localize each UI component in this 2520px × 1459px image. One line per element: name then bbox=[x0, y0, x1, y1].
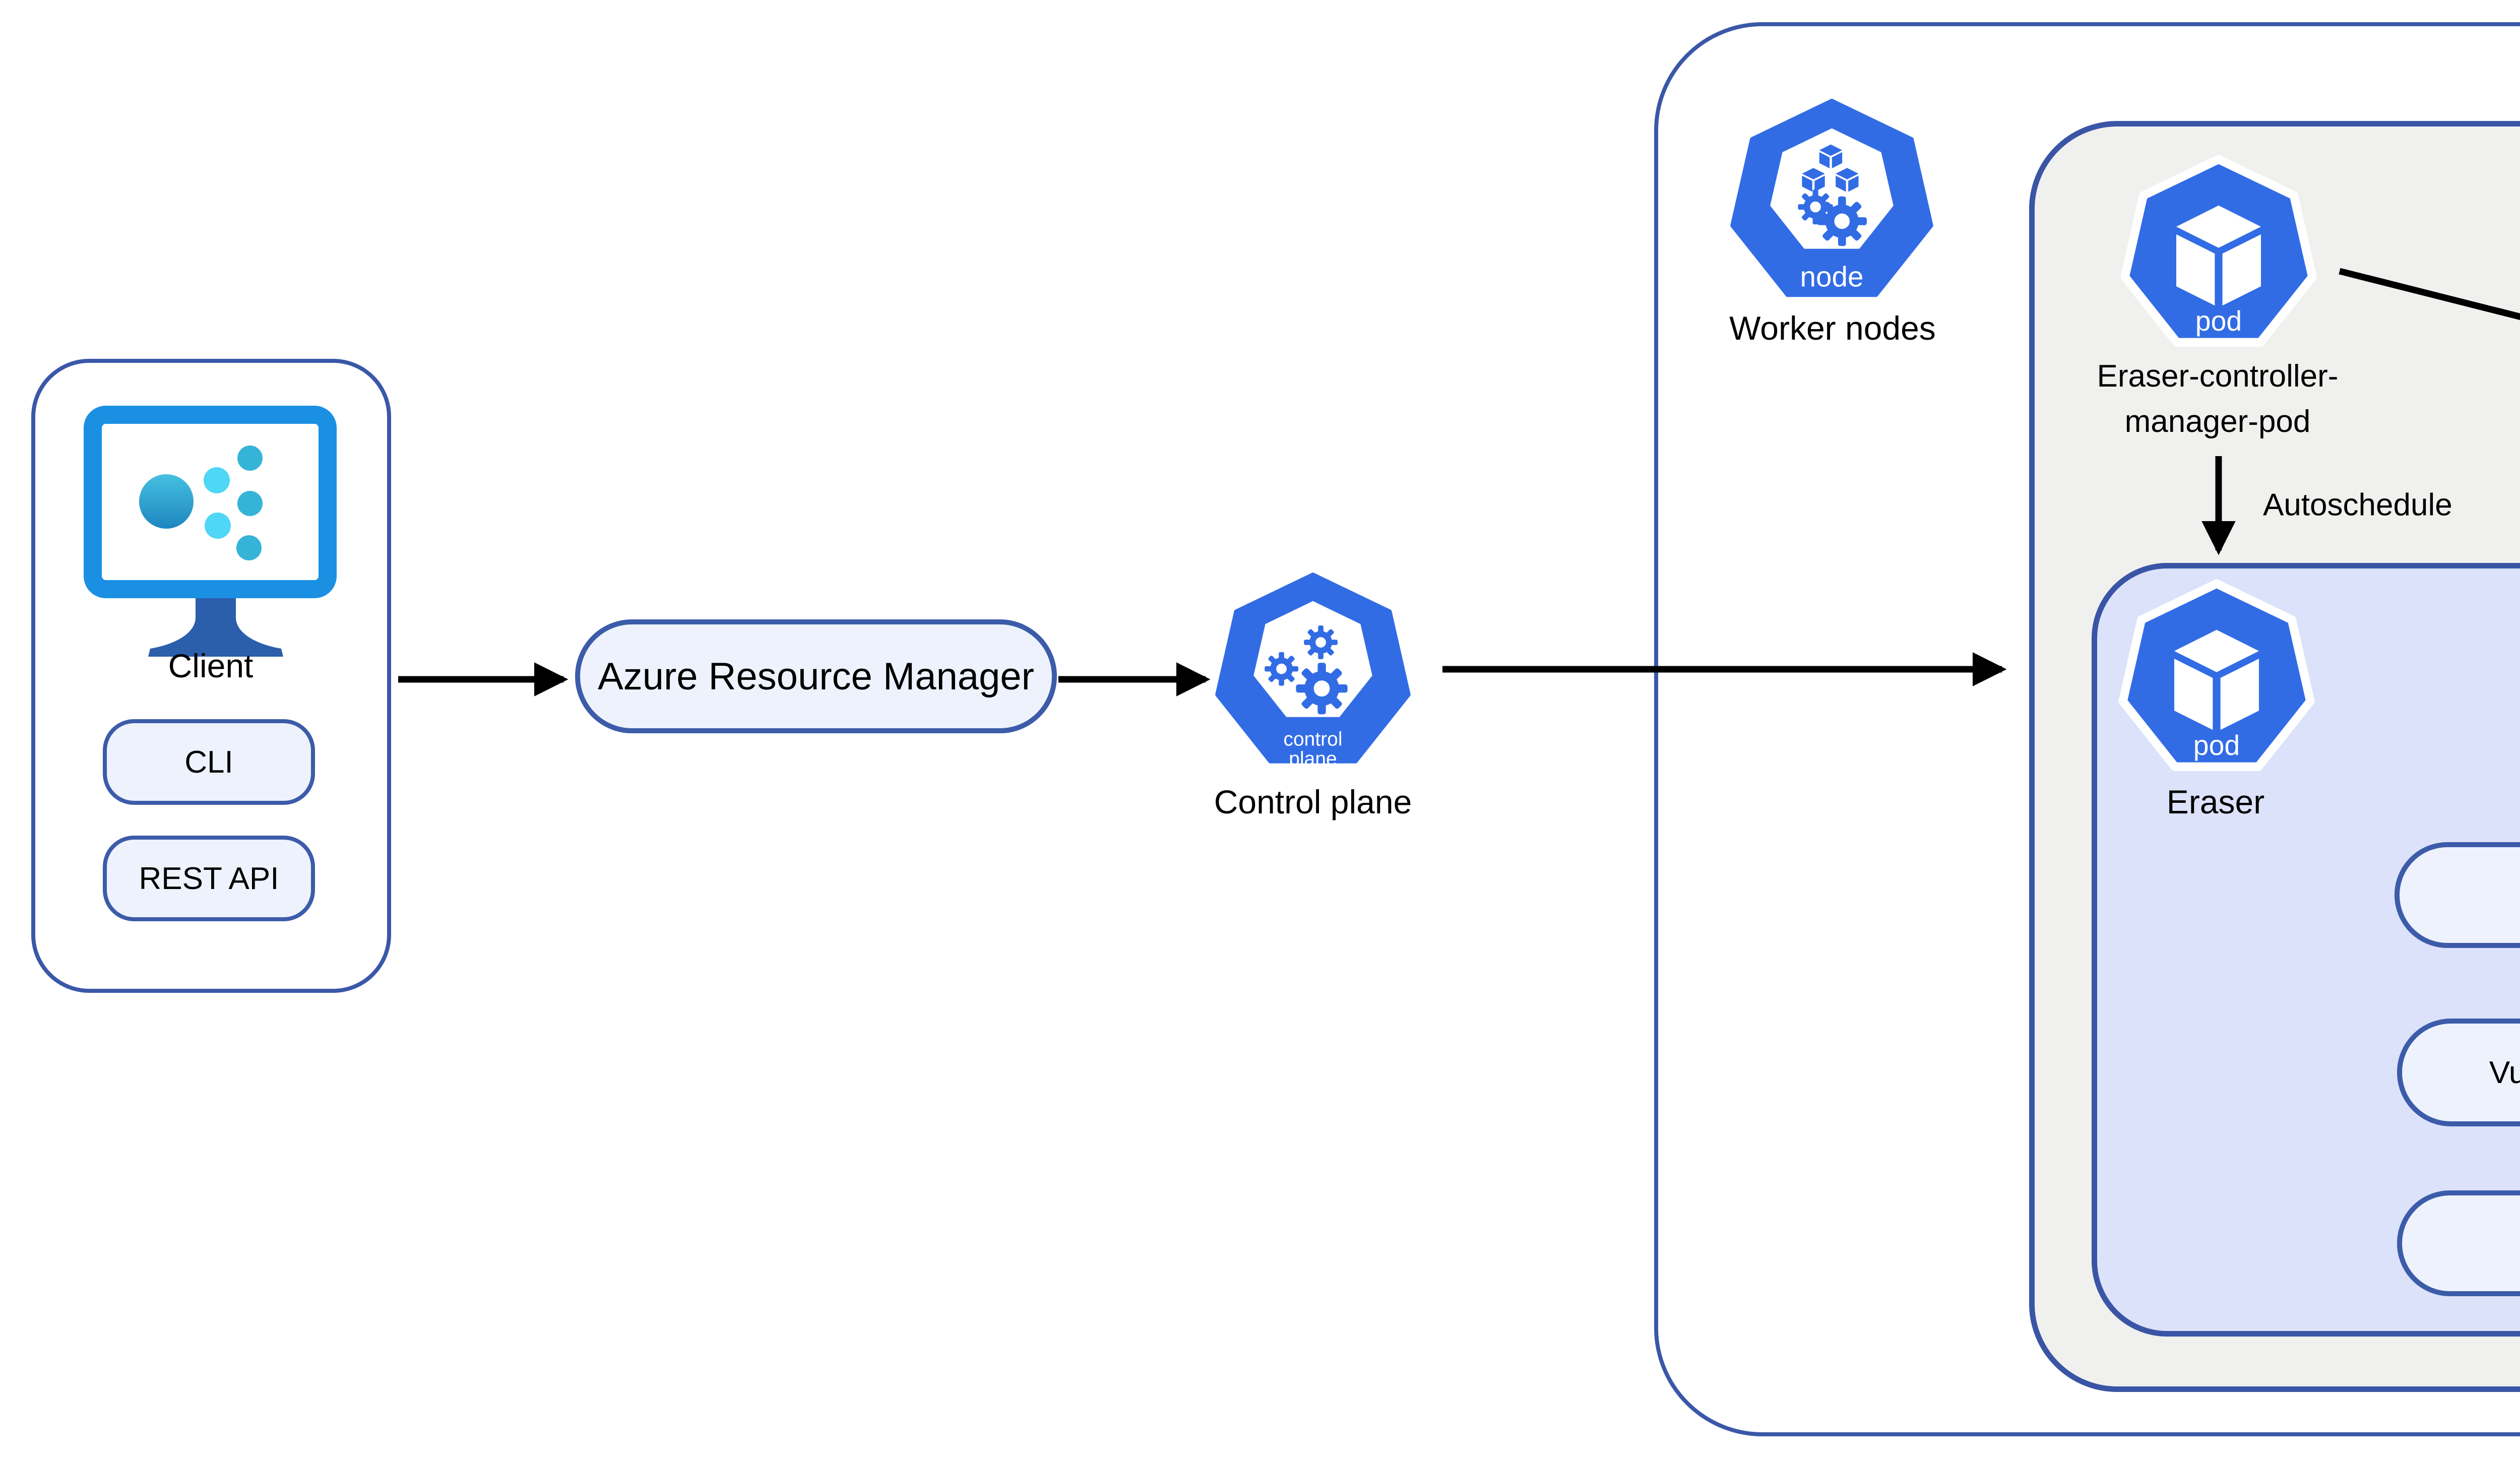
eraser-pod-label: Eraser bbox=[2166, 783, 2265, 821]
eraser-pod-icon: pod bbox=[2111, 574, 2322, 786]
worker-nodes-icon: node bbox=[1730, 101, 1934, 305]
monitor-stand bbox=[148, 588, 283, 657]
autoschedule-annotation: Autoschedule bbox=[2263, 487, 2452, 523]
control-plane-icon-text-2: plane bbox=[1289, 748, 1337, 770]
azure-resource-manager-label: Azure Resource Manager bbox=[598, 655, 1034, 698]
eraser-pod-icon-text: pod bbox=[2193, 730, 2240, 761]
ecm-label-line2: manager-pod bbox=[2124, 404, 2311, 439]
cli-box: CLI bbox=[103, 719, 315, 805]
vulnerability-scanner-label: Vulnerability scanner bbox=[2489, 1055, 2520, 1090]
eraser-controller-manager-pod-icon: pod bbox=[2113, 150, 2324, 361]
worker-nodes-label: Worker nodes bbox=[1729, 309, 1936, 347]
ecm-label-line1: Eraser-controller- bbox=[2097, 359, 2339, 394]
control-plane-label: Control plane bbox=[1214, 783, 1412, 821]
monitor-frame bbox=[84, 406, 337, 598]
azure-resource-manager-box: Azure Resource Manager bbox=[575, 619, 1057, 733]
cli-label: CLI bbox=[184, 744, 233, 780]
vulnerability-scanner-box: Vulnerability scanner bbox=[2397, 1019, 2520, 1126]
control-plane-icon: control plane bbox=[1215, 575, 1411, 770]
eraser-controller-manager-pod-label: Eraser-controller- manager-pod bbox=[2097, 354, 2339, 445]
client-label: Client bbox=[168, 647, 254, 685]
rest-api-label: REST API bbox=[139, 861, 279, 896]
collector-box: Collector bbox=[2395, 842, 2520, 948]
eraser-controller-manager-pod-icon-text: pod bbox=[2195, 305, 2242, 337]
control-plane-icon-text-1: control bbox=[1283, 728, 1342, 750]
worker-nodes-icon-text: node bbox=[1800, 262, 1863, 293]
rest-api-box: REST API bbox=[103, 836, 315, 921]
remover-box: Remover bbox=[2397, 1190, 2520, 1296]
client-monitor-icon bbox=[84, 406, 337, 657]
